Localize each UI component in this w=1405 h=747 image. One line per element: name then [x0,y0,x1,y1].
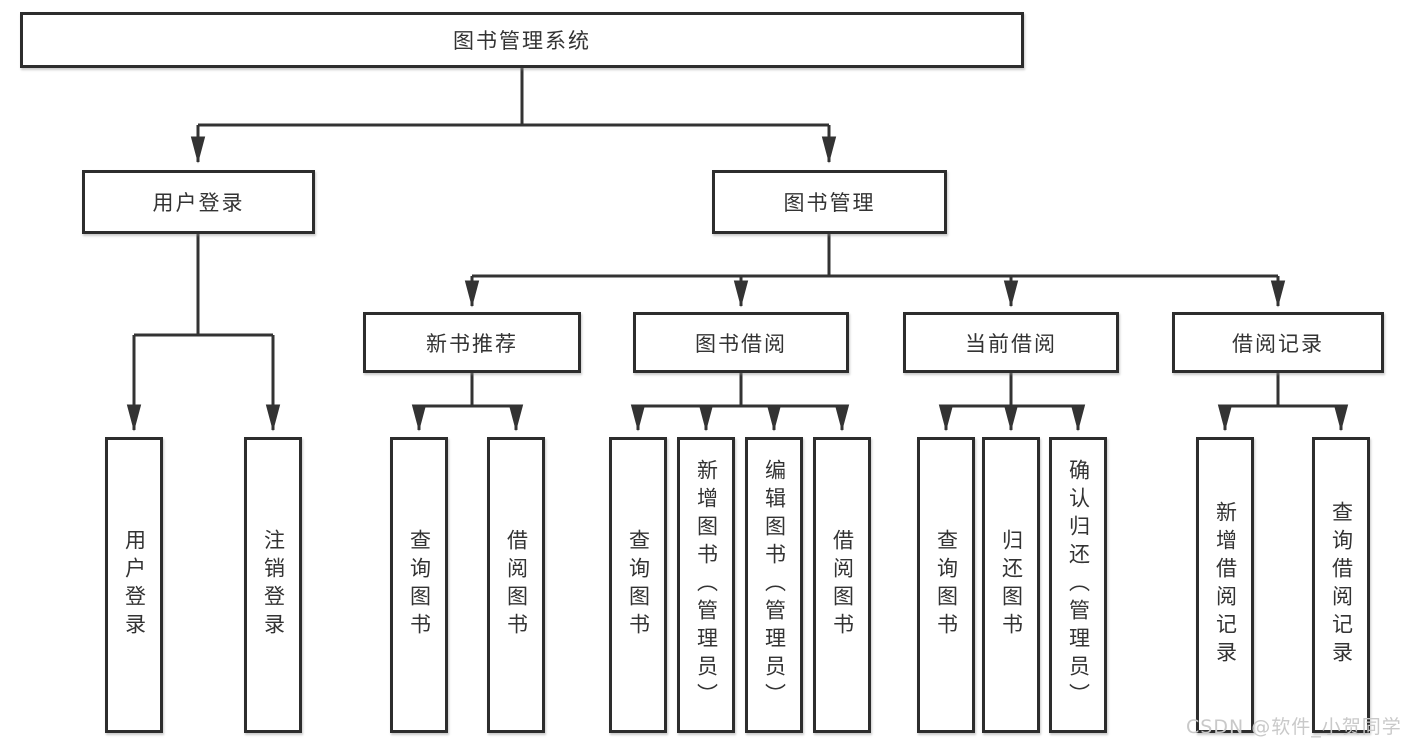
node-root-label: 图书管理系统 [453,29,591,53]
node-new-book-recommend: 新书推荐 [363,312,581,373]
leaf-nb-borrow-books: 借阅图书 [487,437,545,733]
node-current-borrow-label: 当前借阅 [965,331,1057,356]
node-borrow-records-label: 借阅记录 [1232,331,1324,356]
leaf-bb-query-books: 查询图书 [609,437,667,733]
leaf-nb-borrow-books-label: 借阅图书 [504,529,529,641]
leaf-cb-return-book-label: 归还图书 [999,529,1024,641]
node-user-login-label: 用户登录 [152,191,245,215]
leaf-logout: 注销登录 [244,437,302,733]
leaf-br-query-record-label: 查询借阅记录 [1329,501,1354,669]
leaf-cb-return-book: 归还图书 [982,437,1040,733]
leaf-user-login: 用户登录 [105,437,163,733]
node-book-management: 图书管理 [712,170,947,234]
leaf-br-add-record: 新增借阅记录 [1196,437,1254,733]
node-borrow-records: 借阅记录 [1172,312,1384,373]
node-book-management-label: 图书管理 [783,191,876,215]
node-new-book-recommend-label: 新书推荐 [426,331,518,356]
node-root: 图书管理系统 [20,12,1024,68]
leaf-logout-label: 注销登录 [261,529,286,641]
node-book-borrow: 图书借阅 [633,312,849,373]
leaf-bb-query-books-label: 查询图书 [626,529,651,641]
leaf-bb-edit-book-admin: 编辑图书（管理员） [745,437,803,733]
leaf-br-add-record-label: 新增借阅记录 [1213,501,1238,669]
leaf-nb-query-books-label: 查询图书 [407,529,432,641]
leaf-bb-borrow-books: 借阅图书 [813,437,871,733]
node-book-borrow-label: 图书借阅 [695,331,787,356]
leaf-nb-query-books: 查询图书 [390,437,448,733]
leaf-cb-query-books: 查询图书 [917,437,975,733]
leaf-bb-borrow-books-label: 借阅图书 [830,529,855,641]
leaf-cb-confirm-return-admin-label: 确认归还（管理员） [1066,459,1091,711]
node-current-borrow: 当前借阅 [903,312,1119,373]
leaf-br-query-record: 查询借阅记录 [1312,437,1370,733]
leaf-bb-edit-book-admin-label: 编辑图书（管理员） [762,459,787,711]
leaf-bb-add-book-admin-label: 新增图书（管理员） [694,459,719,711]
leaf-user-login-label: 用户登录 [122,529,147,641]
leaf-cb-confirm-return-admin: 确认归还（管理员） [1049,437,1107,733]
leaf-cb-query-books-label: 查询图书 [934,529,959,641]
leaf-bb-add-book-admin: 新增图书（管理员） [677,437,735,733]
csdn-watermark: CSDN @软件_小贺同学 [1186,716,1402,738]
node-user-login: 用户登录 [82,170,315,234]
